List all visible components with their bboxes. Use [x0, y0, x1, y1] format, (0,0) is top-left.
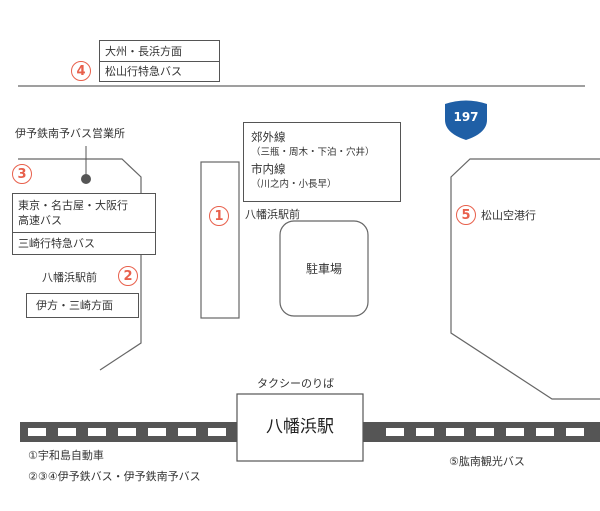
road-left-block: [18, 158, 142, 371]
stop-3-marker: 3: [12, 164, 32, 184]
stop-4-marker: 4: [71, 61, 91, 81]
parking-lot: [279, 220, 369, 317]
stop-3-box: 東京・名古屋・大阪行 高速バス 三崎行特急バス: [12, 193, 156, 255]
stop-4-line-2: 松山行特急バス: [105, 65, 182, 78]
railway-ties: [28, 428, 584, 436]
taxi-stand-label: タクシーのりば: [257, 377, 334, 390]
stop-1-line-2: （三瓶・周木・下泊・穴井）: [251, 147, 375, 158]
stop-3-line-2: 高速バス: [18, 214, 62, 227]
route-number: 197: [453, 110, 479, 124]
stop-2-caption: 八幡浜駅前: [42, 271, 97, 284]
stop-1-line-3: 市内線: [251, 162, 286, 176]
stop-3-line-3: 三崎行特急バス: [18, 237, 95, 250]
legend-line-1: ①宇和島自動車: [28, 449, 104, 462]
stop-2-box: 伊方・三崎方面: [26, 293, 139, 318]
legend-line-3: ⑤肱南観光バス: [449, 455, 525, 468]
stop-3-pin: [81, 174, 91, 184]
legend-line-2: ②③④伊予鉄バス・伊予鉄南予バス: [28, 470, 201, 483]
stop-2-line-1: 伊方・三崎方面: [36, 299, 113, 312]
parking-label: 駐車場: [305, 262, 342, 276]
stop-5-marker: 5: [456, 205, 476, 225]
stop-1-line-1: 郊外線: [251, 130, 286, 144]
road-right-block: [450, 158, 600, 400]
stop-3-line-1: 東京・名古屋・大阪行: [18, 199, 128, 212]
stop-4-box: 大州・長浜方面 松山行特急バス: [99, 40, 220, 82]
stop-5-caption: 松山空港行: [481, 209, 536, 222]
stop-4-line-1: 大州・長浜方面: [100, 41, 219, 62]
stop-1-caption: 八幡浜駅前: [245, 208, 300, 221]
bus-platform-1: [200, 161, 240, 319]
national-route-shield-icon: [445, 100, 487, 140]
station-name: 八幡浜駅: [266, 417, 334, 437]
stop-2-marker: 2: [118, 266, 138, 286]
stop-1-box: 郊外線 （三瓶・周木・下泊・穴井） 市内線 （川之内・小長早）: [243, 122, 401, 202]
stop-3-caption: 伊予鉄南予バス営業所: [15, 127, 125, 140]
stop-3-express: 東京・名古屋・大阪行 高速バス: [13, 194, 155, 233]
stop-1-line-4: （川之内・小長早）: [251, 179, 337, 190]
stop-1-marker: 1: [209, 206, 229, 226]
station-building: [236, 393, 364, 462]
